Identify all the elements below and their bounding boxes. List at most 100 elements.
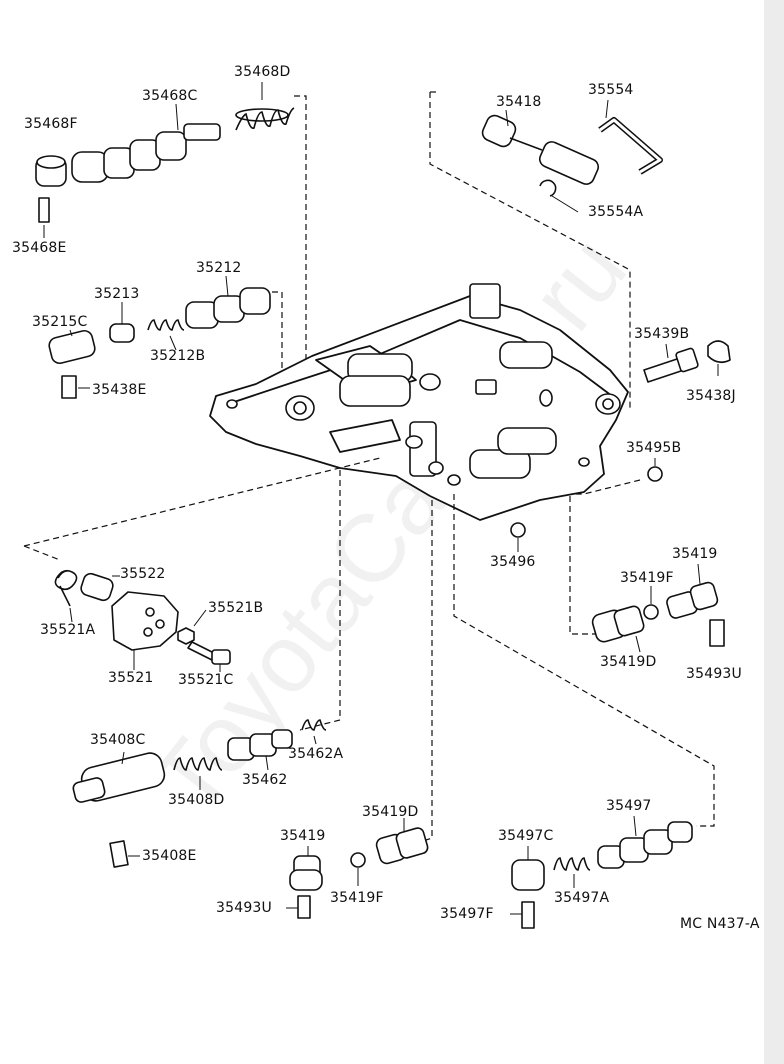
part-35408E-retainer xyxy=(109,840,129,868)
label-35213: 35213 xyxy=(94,286,140,302)
label-35212: 35212 xyxy=(196,260,242,276)
label-35497A: 35497A xyxy=(554,890,610,906)
leader-35215C xyxy=(69,329,73,337)
part-35521A-spring xyxy=(54,569,78,607)
part-35495B-ball xyxy=(647,466,663,482)
leader-35521B xyxy=(193,609,207,627)
label-35554A: 35554A xyxy=(588,204,644,220)
part-35496-ball xyxy=(510,522,526,538)
label-35497: 35497 xyxy=(606,798,652,814)
label-35468D: 35468D xyxy=(234,64,291,80)
label-35408D: 35408D xyxy=(168,792,225,808)
label-35497F: 35497F xyxy=(440,906,494,922)
dash-governor-tip xyxy=(23,545,61,561)
part-35468E-retainer xyxy=(38,197,50,223)
leader-35418 xyxy=(505,109,509,127)
part-35521C-bolt xyxy=(187,641,231,665)
part-35419-plug-right xyxy=(666,581,719,619)
label-35493U-right: 35493U xyxy=(686,666,742,682)
dash-35462 xyxy=(299,470,341,731)
label-35496: 35496 xyxy=(490,554,536,570)
part-35419D-valve-right xyxy=(591,605,645,643)
part-35493U-retainer-mid xyxy=(297,895,311,919)
label-35522: 35522 xyxy=(120,566,166,582)
label-35521B: 35521B xyxy=(208,600,264,616)
part-35212B-spring xyxy=(147,319,185,331)
part-35439B-bolt xyxy=(643,347,699,383)
dash-35419-right xyxy=(569,496,596,635)
dash-35212 xyxy=(272,291,283,402)
leader-35554A xyxy=(551,195,579,213)
part-35468C-valve xyxy=(71,123,221,183)
part-35522-weight xyxy=(80,572,114,602)
leader-35212B xyxy=(169,335,177,351)
part-35418-valve xyxy=(481,114,600,185)
label-35419-mid: 35419 xyxy=(280,828,326,844)
label-35468C: 35468C xyxy=(142,88,198,104)
dash-top-box xyxy=(429,92,631,410)
part-35521B-nut xyxy=(177,627,195,645)
dash-35419-mid xyxy=(425,500,433,841)
label-35497C: 35497C xyxy=(498,828,554,844)
dash-35497 xyxy=(453,494,715,827)
label-35419D-mid: 35419D xyxy=(362,804,419,820)
dash-governor xyxy=(23,457,381,547)
label-35439B: 35439B xyxy=(634,326,690,342)
leader-35419-right xyxy=(697,563,701,585)
label-35418: 35418 xyxy=(496,94,542,110)
part-35419-plug-mid xyxy=(289,855,323,891)
label-35438E: 35438E xyxy=(92,382,147,398)
label-35438J: 35438J xyxy=(686,388,736,404)
dash-35468 xyxy=(294,95,307,380)
part-35521-body xyxy=(111,591,179,651)
part-35462-valve xyxy=(227,729,293,761)
part-35419F-ball-mid xyxy=(350,852,366,868)
label-35554: 35554 xyxy=(588,82,634,98)
label-35493U-mid: 35493U xyxy=(216,900,272,916)
leader-35462 xyxy=(265,755,269,771)
part-35493U-retainer-right xyxy=(709,619,725,647)
leader-35468C xyxy=(175,103,179,131)
part-35468D-spring xyxy=(235,107,295,131)
label-35462A: 35462A xyxy=(288,746,344,762)
leader-35521A xyxy=(69,607,73,623)
label-35215C: 35215C xyxy=(32,314,88,330)
part-35419D-valve-mid xyxy=(375,827,429,865)
part-35554A-clip xyxy=(539,179,557,197)
leader-35439B xyxy=(665,343,669,359)
part-35554-rod xyxy=(598,117,663,175)
label-35419F-right: 35419F xyxy=(620,570,674,586)
label-35419F-mid: 35419F xyxy=(330,890,384,906)
valve-body xyxy=(209,283,629,521)
part-35212-valve xyxy=(185,287,271,329)
label-35408C: 35408C xyxy=(90,732,146,748)
leader-35497 xyxy=(633,815,637,837)
part-35468F-plug xyxy=(35,155,67,187)
part-35497A-spring xyxy=(553,857,591,871)
label-35521: 35521 xyxy=(108,670,154,686)
label-35468E: 35468E xyxy=(12,240,67,256)
label-35468F: 35468F xyxy=(24,116,78,132)
part-35438E-retainer xyxy=(61,375,77,399)
part-35497F-retainer xyxy=(521,901,535,929)
label-35212B: 35212B xyxy=(150,348,206,364)
part-35497-valve xyxy=(597,821,693,869)
part-35408C-sleeve xyxy=(72,752,166,803)
diagram-code: MC N437-A xyxy=(680,916,760,932)
page-edge xyxy=(764,0,784,1064)
part-35213-plug xyxy=(109,323,135,343)
part-35497C-plug xyxy=(511,859,545,891)
label-35521C: 35521C xyxy=(178,672,234,688)
label-35408E: 35408E xyxy=(142,848,197,864)
leader-35462A xyxy=(313,735,317,745)
label-35419-right: 35419 xyxy=(672,546,718,562)
label-35462: 35462 xyxy=(242,772,288,788)
part-35438J-clip xyxy=(707,340,731,364)
label-35521A: 35521A xyxy=(40,622,96,638)
part-35215C-plug xyxy=(48,329,96,365)
leader-35212 xyxy=(225,275,229,297)
part-35462A-spring xyxy=(301,719,327,731)
leader-35408C xyxy=(121,751,125,765)
leader-35554 xyxy=(605,99,609,119)
